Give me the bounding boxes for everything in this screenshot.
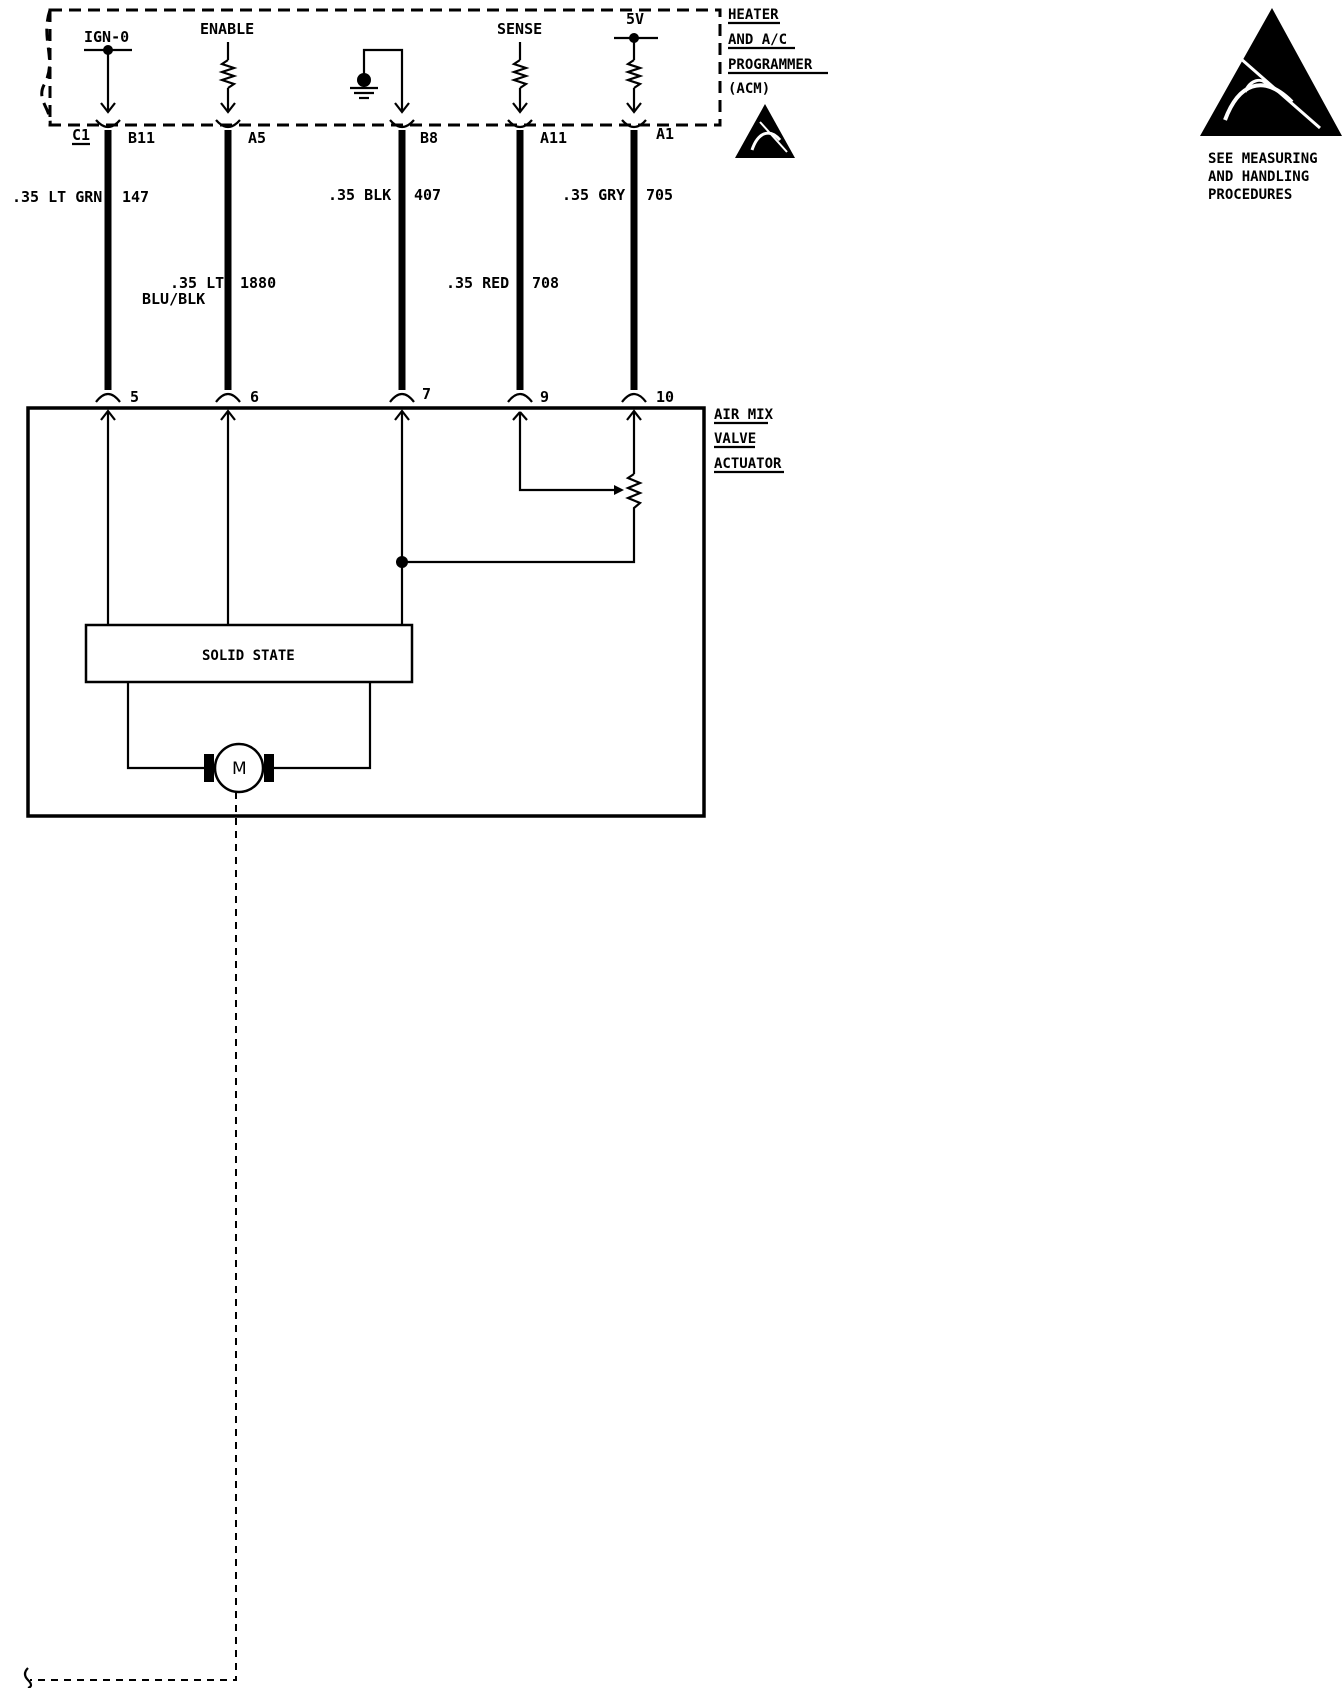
motor-symbol [204, 742, 274, 794]
actuator-name-line: AIR MIX [714, 407, 774, 423]
esd-warning-icon [735, 104, 795, 158]
module-pin-a5: A5 [248, 129, 266, 147]
wire-147-number: 147 [122, 188, 149, 206]
linkage-break [23, 1667, 33, 1688]
connector-label: C1 [72, 126, 90, 144]
module-pin-a11: A11 [540, 129, 567, 147]
ign-0-label: IGN-0 [84, 28, 129, 46]
wire-407-spec: .35 BLK [328, 186, 391, 204]
actuator-name: AIR MIX VALVE ACTUATOR [714, 407, 784, 474]
module-pin-b11: B11 [128, 129, 155, 147]
wire-1880-spec-2: BLU/BLK [142, 290, 205, 308]
esd-notice-line: PROCEDURES [1208, 187, 1292, 203]
solid-state-label: SOLID STATE [202, 648, 295, 664]
mechanical-linkage [30, 792, 237, 1681]
wire-1880-number: 1880 [240, 274, 276, 292]
esd-notice-line: AND HANDLING [1208, 169, 1309, 185]
module-name-line: PROGRAMMER [728, 57, 813, 73]
module-name-line: AND A/C [728, 32, 787, 48]
wire-147-spec: .35 LT GRN [12, 188, 102, 206]
actuator-pin-9: 9 [540, 388, 549, 406]
wire-708-number: 708 [532, 274, 559, 292]
enable-label: ENABLE [200, 20, 254, 38]
wire-407-number: 407 [414, 186, 441, 204]
module-pin-a1: A1 [656, 125, 674, 143]
actuator-name-line: ACTUATOR [714, 456, 782, 472]
esd-handling-icon [1200, 8, 1342, 136]
module-connector-cups [95, 119, 647, 129]
actuator-pin-7: 7 [422, 385, 431, 403]
module-name-line: HEATER [728, 7, 779, 23]
actuator-pin-5: 5 [130, 388, 139, 406]
esd-notice-line: SEE MEASURING [1208, 151, 1318, 167]
actuator-internal-circuitry [100, 409, 643, 770]
motor-label: M [232, 759, 247, 779]
5v-label: 5V [626, 10, 644, 28]
actuator-pin-10: 10 [656, 388, 674, 406]
actuator-pin-6: 6 [250, 388, 259, 406]
actuator-name-line: VALVE [714, 431, 756, 447]
module-outline [40, 8, 722, 127]
wire-708-spec: .35 RED [446, 274, 509, 292]
wire-705-spec: .35 GRY [562, 186, 625, 204]
wire-1880-spec: .35 LT [170, 274, 224, 292]
wire-705-number: 705 [646, 186, 673, 204]
actuator-connector-cups [95, 392, 647, 403]
esd-notice: SEE MEASURING AND HANDLING PROCEDURES [1208, 151, 1318, 203]
harness-wires [104, 130, 638, 390]
module-internal-circuitry [84, 33, 658, 114]
module-pin-b8: B8 [420, 129, 438, 147]
module-name: HEATER AND A/C PROGRAMMER (ACM) [728, 7, 828, 97]
sense-label: SENSE [497, 20, 542, 38]
module-name-line: (ACM) [728, 81, 770, 97]
solid-state-block [84, 623, 414, 684]
actuator-outline [26, 406, 706, 818]
